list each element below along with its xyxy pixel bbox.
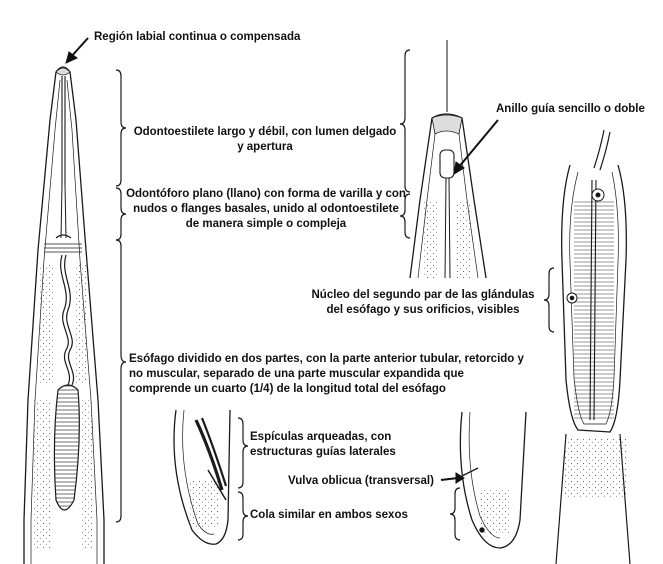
left-braces [115,69,127,523]
guide-ring-arrow [453,119,499,175]
vulva-label: Vulva oblicua (transversal) [288,475,434,487]
tail-label: Cola similar en ambos sexos [250,509,408,521]
guide-ring-label: Anillo guía sencillo o doble [496,103,645,115]
esophagus-label: Esófago dividido en dos partes, con la p… [129,353,524,395]
stylet-head-illustration [409,40,487,279]
male-tail-illustration [173,409,231,545]
labial-region-arrow [65,37,89,64]
odontostylet-label: Odontoestilete largo y débil, con lumen … [133,126,397,153]
female-tail-illustration [459,411,527,549]
female-tail-brace [449,487,461,541]
male-tail-braces [237,417,249,541]
gland-nucleus-label: Núcleo del segundo par de las glándulas … [311,289,535,316]
odontophore-label: Odontóforo plano (llano) con forma de va… [126,188,406,230]
spicules-label: Espículas arqueadas, con estructuras guí… [250,431,396,458]
anterior-body-illustration [23,66,105,564]
labial-region-label: Región labial continua o compensada [94,31,301,43]
gland-brace [543,267,555,333]
vulva-arrow [440,472,465,484]
esophageal-gland-illustration [555,129,631,564]
stylet-head-braces [399,49,411,239]
